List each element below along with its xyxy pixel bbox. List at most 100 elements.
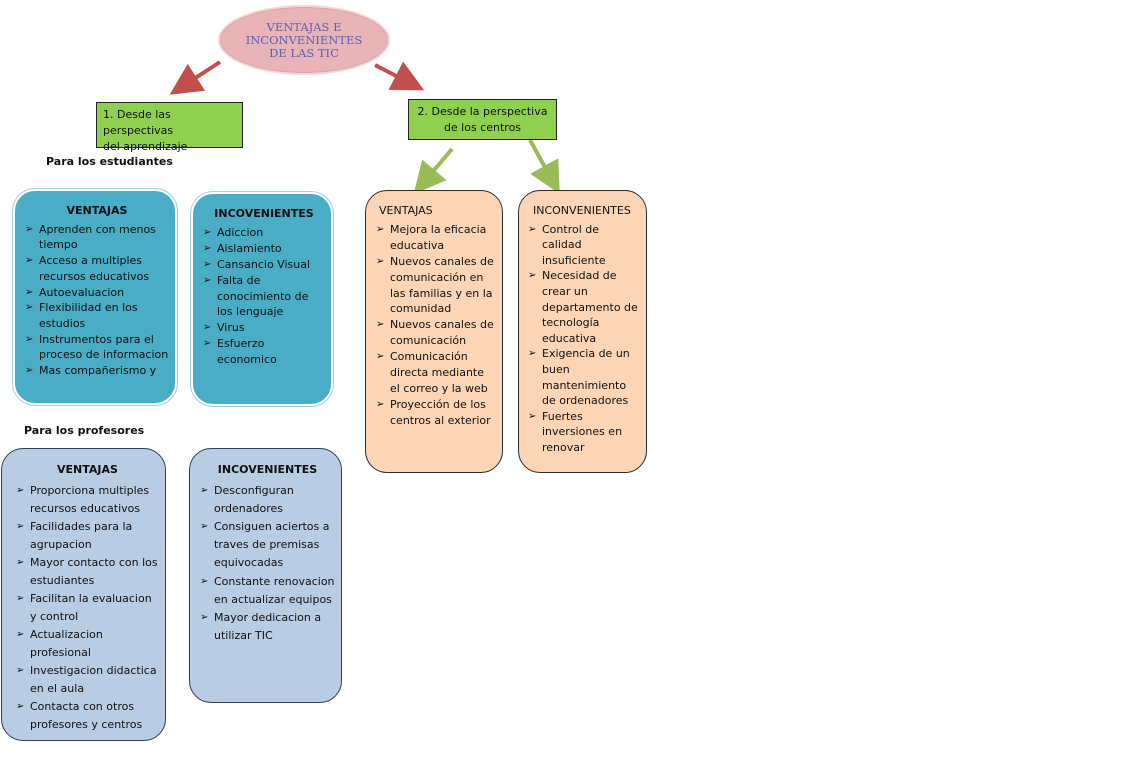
students-ventajas-header: VENTAJAS <box>66 204 128 217</box>
bullet-arrow-icon: ➢ <box>25 365 34 377</box>
list-item-text: Facilitan la evaluacion y control <box>30 592 152 623</box>
bullet-arrow-icon: ➢ <box>16 629 25 640</box>
list-item-text: Necesidad de crear un departamento de te… <box>542 269 638 345</box>
list-item-text: Aprenden con menos tiempo <box>39 222 156 252</box>
list-item-text: Aislamiento <box>217 241 282 255</box>
list-item: ➢ Aislamiento <box>203 241 325 257</box>
bullet-arrow-icon: ➢ <box>203 274 212 286</box>
list-item: ➢ Mayor dedicacion a utilizar TIC <box>200 609 335 645</box>
teachers-inconvenientes-list: ➢ Desconfiguran ordenadores ➢ Consiguen aci… <box>200 482 335 645</box>
list-item: ➢ Proporciona multiples recursos educati… <box>16 482 159 518</box>
list-item: ➢ Investigacion didactica en el aula <box>16 662 159 698</box>
list-item: ➢ Facilidades para la agrupacion <box>16 518 159 554</box>
list-item: ➢ Virus <box>203 320 325 336</box>
list-item-text: Mayor contacto con los estudiantes <box>30 556 158 587</box>
list-item-text: Mas compañerismo y <box>39 364 157 378</box>
arrow-title-to-perspective-2 <box>374 61 425 91</box>
list-item-text: Proporciona multiples recursos educativo… <box>30 484 150 515</box>
list-item-text: Control de calidad insuficiente <box>542 222 606 267</box>
list-item-text: Proyección de los centros al exterior <box>390 397 491 427</box>
list-item: ➢ Nuevos canales de comunicación <box>376 317 496 349</box>
list-item: ➢ Desconfiguran ordenadores <box>200 482 335 518</box>
list-item: ➢Fuertes inversiones en renovar <box>528 409 640 456</box>
teachers-caption: Para los profesores <box>24 424 145 437</box>
list-item: ➢Adiccion <box>203 225 325 241</box>
list-item: ➢ Comunicación directa mediante el correo… <box>376 349 496 397</box>
bullet-arrow-icon: ➢ <box>376 351 385 363</box>
centers-inconvenientes-box: INCONVENIENTES ➢Control de calidad insuf… <box>518 190 647 473</box>
list-item: ➢ Mayor contacto con los estudiantes <box>16 554 159 590</box>
centers-ventajas-header: VENTAJAS <box>379 204 433 217</box>
centers-inconvenientes-list: ➢ Control de calidad insuficiente➢Necesid… <box>528 222 640 456</box>
list-item-text: Esfuerzo economico <box>217 337 277 367</box>
students-ventajas-box: VENTAJAS ➢ Aprenden con menos tiempo ➢ Acce… <box>13 189 177 405</box>
bullet-arrow-icon: ➢ <box>376 319 385 331</box>
list-item-text: Consiguen aciertos a traves de premisas … <box>214 520 330 570</box>
bullet-arrow-icon: ➢ <box>203 322 212 334</box>
title-text: VENTAJAS E INCONVENIENTES DE LAS TIC <box>245 19 363 60</box>
list-item: ➢Necesidad de crear un departamento de t… <box>528 268 640 346</box>
bullet-arrow-icon: ➢ <box>203 338 212 350</box>
bullet-arrow-icon: ➢ <box>25 223 34 235</box>
list-item: ➢ Nuevos canales de comunicación en las f… <box>376 254 496 318</box>
list-item-text: Constante renovacion en actualizar equip… <box>214 574 335 606</box>
bullet-arrow-icon: ➢ <box>200 575 209 587</box>
list-item-text: Comunicación directa mediante el correo … <box>390 350 488 395</box>
list-item-text: Cansancio Visual <box>217 257 311 271</box>
list-item-text: Contacta con otros profesores y centros <box>30 700 143 731</box>
bullet-arrow-icon: ➢ <box>25 302 34 314</box>
students-inconvenientes-box: INCOVENIENTES ➢Adiccion➢Aislamiento➢Cans… <box>191 192 333 406</box>
list-item-text: Acceso a multiples recursos educativos <box>39 254 150 283</box>
teachers-inconvenientes-header: INCOVENIENTES <box>217 463 318 476</box>
list-item-text: Mayor dedicacion a utilizar TIC <box>214 610 322 642</box>
list-item-text: Desconfiguran ordenadores <box>214 484 294 516</box>
list-item-text: Nuevos canales de comunicación en las fa… <box>390 254 494 316</box>
bullet-arrow-icon: ➢ <box>16 593 25 604</box>
bullet-arrow-icon: ➢ <box>16 521 25 532</box>
perspective-learning-box: 1. Desde las perspectivas del aprendizaj… <box>96 102 243 153</box>
list-item: ➢ Instrumentos para el proceso de informa… <box>25 332 169 363</box>
list-item-text: Investigacion didactica en el aula <box>30 664 157 695</box>
list-item: ➢ Actualizacion profesional <box>16 626 159 662</box>
list-item-text: Virus <box>217 321 245 335</box>
list-item-text: Flexibilidad en los estudios <box>39 301 138 330</box>
list-item: ➢Autoevaluacion <box>25 285 169 301</box>
bullet-arrow-icon: ➢ <box>200 611 209 623</box>
list-item: ➢Mejora la eficacia educativa <box>376 222 496 254</box>
list-item-text: Facilidades para la agrupacion <box>30 520 133 551</box>
bullet-arrow-icon: ➢ <box>200 521 209 533</box>
list-item: ➢ Facilitan la evaluacion y control <box>16 590 159 626</box>
bullet-arrow-icon: ➢ <box>25 333 34 345</box>
bullet-arrow-icon: ➢ <box>528 223 537 235</box>
list-item: ➢ Cansancio Visual <box>203 257 325 273</box>
bullet-arrow-icon: ➢ <box>16 485 25 496</box>
teachers-ventajas-box: VENTAJAS ➢ Proporciona multiples recurso… <box>1 448 166 741</box>
bullet-arrow-icon: ➢ <box>25 255 34 267</box>
bullet-arrow-icon: ➢ <box>203 226 212 238</box>
title-ellipse: VENTAJAS E INCONVENIENTES DE LAS TIC <box>218 5 390 75</box>
teachers-inconvenientes-box: INCOVENIENTES ➢ Desconfiguran ordenadores… <box>189 448 342 703</box>
list-item: ➢ Control de calidad insuficiente <box>528 222 640 269</box>
bullet-arrow-icon: ➢ <box>16 557 25 568</box>
bullet-arrow-icon: ➢ <box>203 258 212 270</box>
list-item: ➢ Acceso a multiples recursos educativos <box>25 253 169 284</box>
list-item: ➢ Constante renovacion en actualizar equi… <box>200 573 335 609</box>
centers-ventajas-list: ➢Mejora la eficacia educativa➢Nuevos can… <box>376 222 496 429</box>
students-caption: Para los estudiantes <box>46 155 173 168</box>
bullet-arrow-icon: ➢ <box>200 485 209 497</box>
students-inconvenientes-list: ➢Adiccion➢Aislamiento➢Cansancio Visual➢F… <box>203 225 325 368</box>
list-item: ➢ Esfuerzo economico <box>203 336 325 368</box>
list-item-text: Nuevos canales de comunicación <box>390 318 494 348</box>
list-item-text: Autoevaluacion <box>39 285 125 299</box>
list-item: ➢ Aprenden con menos tiempo <box>25 222 169 253</box>
list-item-text: Actualizacion profesional <box>30 628 103 659</box>
arrow-perspective-2-to-centers-ventajas <box>413 147 454 195</box>
bullet-arrow-icon: ➢ <box>203 242 212 254</box>
list-item: ➢ Consiguen aciertos a traves de premisas… <box>200 518 335 572</box>
bullet-arrow-icon: ➢ <box>376 398 385 410</box>
list-item-text: Mejora la eficacia educativa <box>390 222 487 252</box>
perspective-centers-box: 2. Desde la perspectiva de los centros <box>408 99 557 140</box>
bullet-arrow-icon: ➢ <box>376 255 385 267</box>
students-ventajas-list: ➢ Aprenden con menos tiempo ➢ Acceso a mult… <box>25 222 169 379</box>
list-item-text: Instrumentos para el proceso de informac… <box>39 332 169 362</box>
